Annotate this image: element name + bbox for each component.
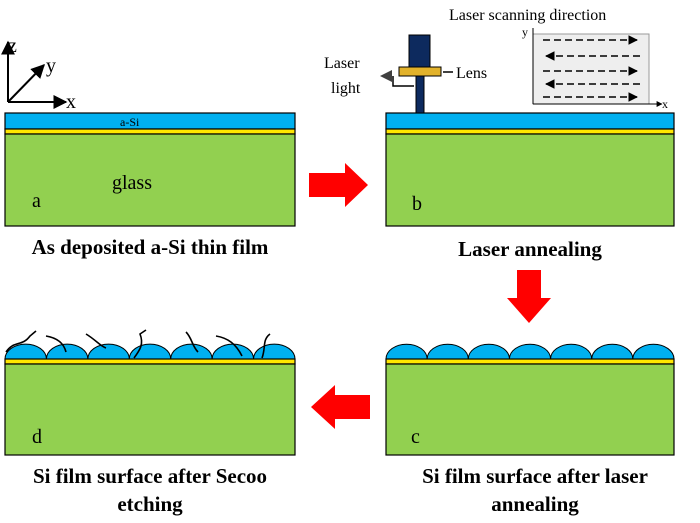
lens-label: Lens xyxy=(456,65,487,82)
grain-dome xyxy=(4,343,47,360)
scan-x-label: x xyxy=(662,97,668,111)
grain-boundary xyxy=(85,333,107,349)
right-arrow-icon xyxy=(309,163,368,207)
caption-c-line-1: Si film surface after laser xyxy=(422,464,648,488)
lens-icon xyxy=(398,66,442,77)
scan-y-label: y xyxy=(522,25,528,39)
scan-lines xyxy=(543,35,640,102)
caption-b: Laser annealing xyxy=(458,237,602,261)
laser-light-label-1: Laser xyxy=(324,55,360,72)
panel-c: c Si film surface after laser annealing xyxy=(385,343,675,516)
down-arrow-icon xyxy=(507,270,551,323)
y-axis xyxy=(7,63,45,103)
glass-substrate xyxy=(4,133,296,227)
grain-dome xyxy=(508,343,552,360)
asi-label: a-Si xyxy=(120,115,140,129)
crystallized-grains xyxy=(385,343,675,360)
asi-layer xyxy=(4,112,296,130)
x-axis-label: x xyxy=(66,91,76,113)
glass-label: glass xyxy=(112,172,152,194)
grain-dome xyxy=(211,343,255,360)
panel-d: d Si film surface after Secoo etching xyxy=(4,329,296,516)
laser-light-label-2: light xyxy=(331,80,361,97)
laser-light-pointer xyxy=(392,76,414,87)
panel-a: a-Si glass a As deposited a-Si thin film xyxy=(4,112,296,259)
glass-substrate xyxy=(385,363,675,456)
grain-boundary xyxy=(133,329,147,359)
panel-b: b Lens Laser light Laser scanning direct… xyxy=(324,7,675,261)
panel-letter-a: a xyxy=(32,190,41,212)
caption-c-line-2: annealing xyxy=(491,492,579,516)
grain-dome xyxy=(45,343,89,360)
left-arrow-icon xyxy=(311,385,370,429)
grain-boundary xyxy=(45,335,67,353)
scan-inset xyxy=(532,33,650,105)
grain-dome xyxy=(426,343,469,360)
grain-dome xyxy=(467,343,510,360)
glass-substrate xyxy=(4,363,296,456)
z-axis-label: z xyxy=(8,35,17,57)
asi-layer xyxy=(385,112,675,130)
glass-substrate xyxy=(385,133,675,227)
grain-boundary xyxy=(5,330,37,353)
caption-d-line-2: etching xyxy=(117,492,183,516)
grain-dome xyxy=(87,343,130,360)
caption-a: As deposited a-Si thin film xyxy=(32,235,269,259)
grain-boundary xyxy=(185,331,199,353)
buffer-layer xyxy=(385,128,675,135)
buffer-layer xyxy=(4,358,296,365)
panel-letter-c: c xyxy=(411,426,420,448)
grain-boundary xyxy=(261,333,271,359)
grain-dome xyxy=(591,343,634,360)
etched-grains xyxy=(4,343,296,360)
grain-dome xyxy=(253,343,296,360)
grain-boundaries xyxy=(5,329,271,359)
laser-head xyxy=(408,34,431,68)
caption-d-line-1: Si film surface after Secoo xyxy=(33,464,267,488)
coordinate-axes: z y x xyxy=(0,35,76,113)
panel-letter-b: b xyxy=(412,193,422,215)
pointer-arrow-icon xyxy=(380,70,392,82)
buffer-layer xyxy=(385,358,675,365)
scan-title: Laser scanning direction xyxy=(449,7,606,24)
grain-boundary xyxy=(215,335,243,357)
grain-dome xyxy=(385,343,428,360)
grain-dome xyxy=(550,343,593,360)
grain-dome xyxy=(170,343,213,360)
grain-dome xyxy=(632,343,675,360)
panel-letter-d: d xyxy=(32,426,42,448)
buffer-layer xyxy=(4,128,296,135)
y-axis-label: y xyxy=(46,55,56,77)
